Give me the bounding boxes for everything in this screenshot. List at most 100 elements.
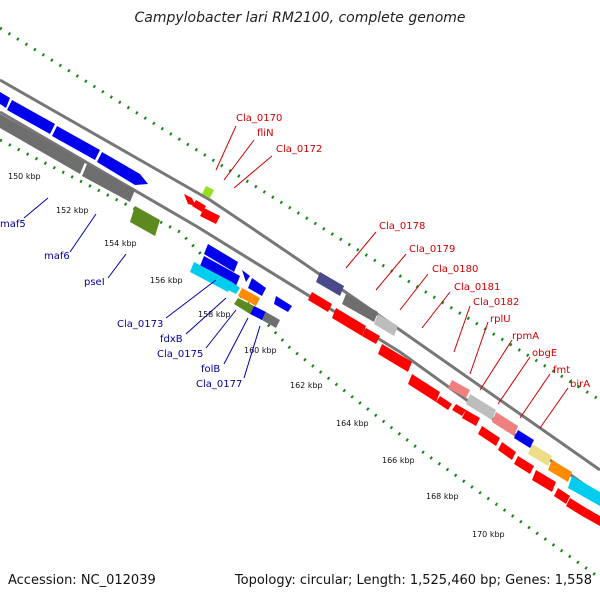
gene-block [374, 314, 398, 336]
label-leader-line [233, 155, 273, 189]
reverse-genes-right [308, 272, 600, 526]
ruler-tick-label: 160 kbp [244, 346, 277, 355]
ruler-tick-label: 170 kbp [472, 530, 505, 539]
ruler-tick-label: 168 kbp [426, 492, 459, 501]
gene-label: Cla_0178 [379, 221, 425, 232]
gene-block [362, 328, 380, 344]
gene-block [82, 164, 135, 202]
gene-block [342, 294, 378, 322]
label-leader-line [69, 213, 97, 253]
gene-block [0, 92, 10, 108]
gene-block [250, 306, 266, 320]
gene-block [582, 508, 600, 526]
gene-label: Cla_0182 [473, 297, 519, 308]
gene-label: rpmA [512, 331, 539, 342]
gene-block [462, 410, 480, 426]
gene-block [478, 426, 500, 446]
ruler-tick-label: 158 kbp [198, 310, 231, 319]
label-leader-line [375, 253, 407, 291]
forward-gene-labels: maf5 maf6 pseI Cla_0173 fdxB Cla_0175 fo… [0, 197, 261, 390]
label-leader-line [539, 387, 569, 429]
gene-label: Cla_0173 [117, 319, 163, 330]
gene-label: pseI [84, 277, 105, 288]
gene-label: Cla_0180 [432, 264, 478, 275]
gene-label: fliN [257, 128, 274, 139]
ruler-tick-label: 162 kbp [290, 381, 323, 390]
label-leader-line [23, 197, 49, 219]
label-leader-line [519, 373, 551, 419]
gene-block [52, 126, 100, 160]
gene-block [238, 288, 260, 306]
gene-block [554, 488, 570, 504]
genome-summary-text: Topology: circular; Length: 1,525,460 bp… [234, 573, 592, 588]
gene-block [202, 186, 214, 198]
gene-block [274, 296, 292, 312]
label-leader-line [469, 321, 489, 375]
ruler-tick-label: 154 kbp [104, 239, 137, 248]
forward-genes-left [0, 92, 160, 236]
gene-label: rplU [490, 314, 511, 325]
label-leader-line [185, 297, 227, 335]
gene-block [378, 344, 412, 372]
gene-block [436, 396, 452, 410]
gene-block [97, 152, 148, 185]
gene-block [204, 244, 238, 272]
gene-block [184, 194, 196, 206]
gene-block [0, 114, 85, 174]
reverse-genes-small [184, 186, 220, 224]
gene-label: fdxB [160, 334, 183, 345]
gene-label: Cla_0172 [276, 144, 322, 155]
gene-block [452, 404, 466, 416]
label-leader-line [165, 279, 217, 319]
gene-block [316, 272, 344, 296]
label-leader-line [215, 125, 237, 171]
label-leader-line [205, 309, 237, 349]
gene-block [7, 100, 55, 134]
forward-genes-mid [190, 244, 292, 328]
label-leader-line [223, 139, 255, 181]
ruler-tick-label: 156 kbp [150, 276, 183, 285]
gene-block [528, 444, 552, 466]
ruler-tick-label: 150 kbp [8, 172, 41, 181]
gene-block [262, 312, 280, 328]
gene-block [130, 206, 160, 236]
label-leader-line [345, 231, 377, 269]
label-leader-line [399, 273, 429, 311]
gene-block [190, 262, 232, 292]
gene-label: fmt [553, 365, 570, 376]
gene-block [492, 412, 518, 436]
gene-label: Cla_0177 [196, 379, 242, 390]
gene-block [514, 456, 534, 474]
gene-block [308, 292, 332, 312]
gene-label: Cla_0181 [454, 282, 500, 293]
accession-text: Accession: NC_012039 [8, 573, 156, 588]
gene-block [498, 442, 516, 460]
gene-block [192, 200, 206, 212]
gene-block [332, 308, 366, 336]
gene-block [408, 374, 440, 402]
gene-block [200, 256, 240, 286]
gene-block [228, 282, 240, 294]
gene-block [234, 298, 254, 314]
gene-block [514, 430, 534, 448]
ruler: 150 kbp 152 kbp 154 kbp 156 kbp 158 kbp … [8, 172, 505, 539]
gene-block [448, 380, 470, 398]
reverse-gene-labels: Cla_0170 fliN Cla_0172 Cla_0178 Cla_0179… [215, 113, 590, 429]
gene-label: Cla_0170 [236, 113, 282, 124]
ruler-tick-label: 166 kbp [382, 456, 415, 465]
label-leader-line [223, 317, 249, 365]
gene-block [568, 476, 600, 506]
gene-block [200, 208, 220, 224]
inner-dotted-track [0, 138, 600, 580]
gene-block [532, 470, 556, 492]
ruler-tick-label: 152 kbp [56, 206, 89, 215]
gene-label: maf6 [44, 251, 70, 262]
ruler-tick-label: 164 kbp [336, 419, 369, 428]
backbone-inner [0, 110, 600, 498]
label-leader-line [243, 325, 261, 379]
gene-block [466, 394, 496, 420]
outer-dotted-track [0, 26, 600, 402]
label-leader-line [421, 291, 451, 329]
gene-label: obgE [532, 348, 557, 359]
backbone-outer [0, 78, 600, 472]
